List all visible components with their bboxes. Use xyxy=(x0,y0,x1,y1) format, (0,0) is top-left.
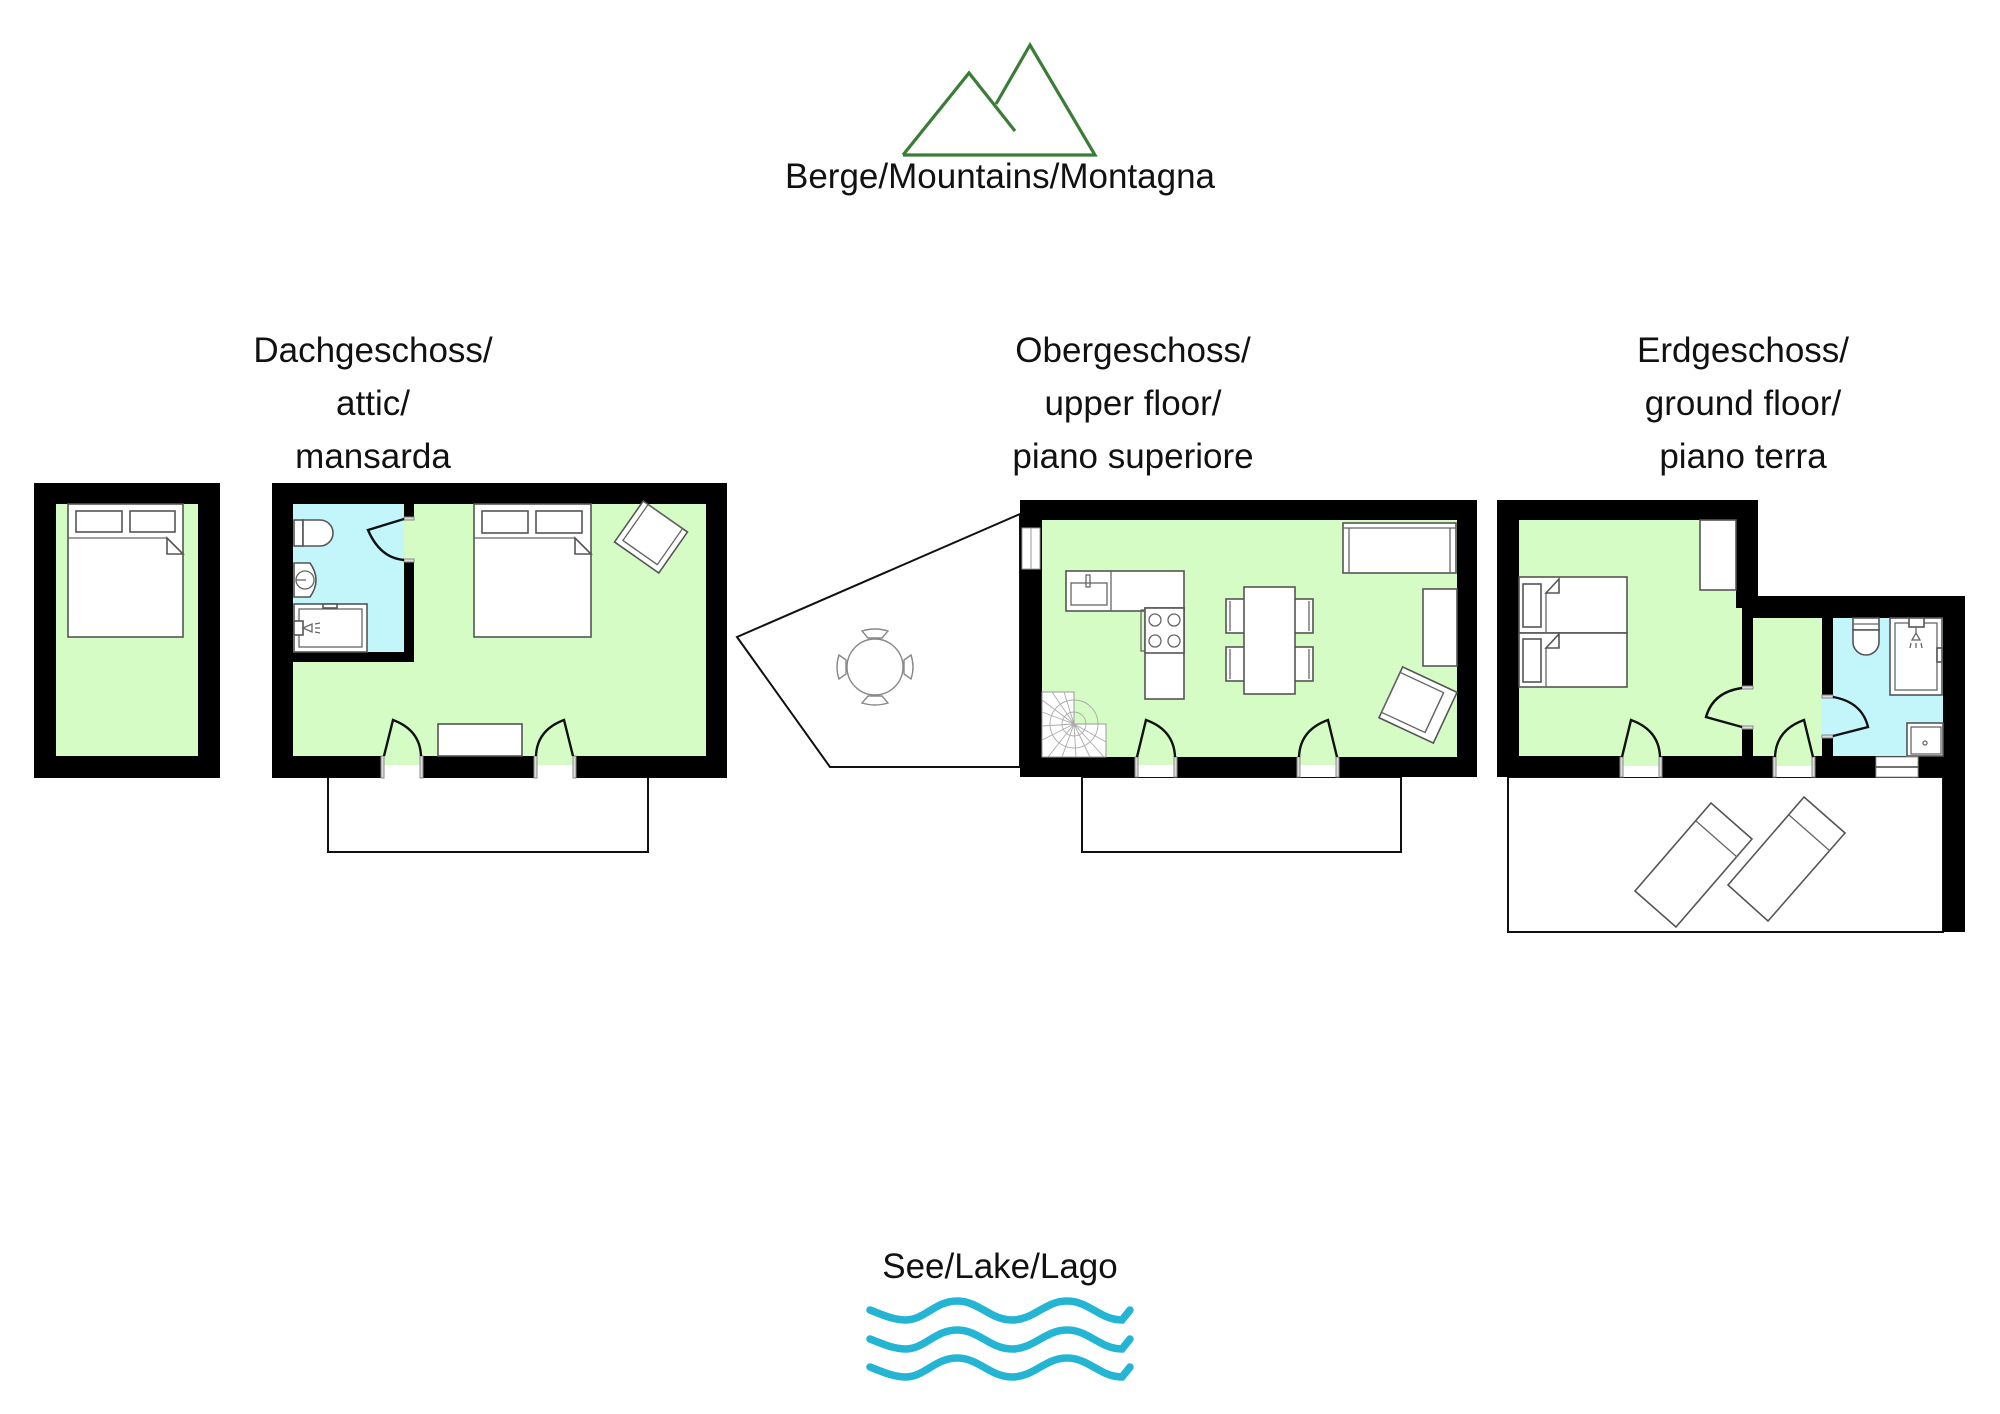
double-bed-icon xyxy=(473,503,593,638)
ground-floor-plan xyxy=(1497,500,1965,933)
floor-label-line: attic/ xyxy=(336,384,410,423)
window-icon xyxy=(1021,527,1041,570)
door-icon xyxy=(366,517,405,562)
attic-small-bedroom xyxy=(34,483,220,778)
toilet-icon xyxy=(293,519,334,547)
balcony xyxy=(1081,776,1402,853)
door-icon xyxy=(1620,718,1662,758)
upper-floor-plan xyxy=(735,500,1477,853)
floor-label-line: upper floor/ xyxy=(1044,384,1221,423)
waves-icon xyxy=(866,1297,1134,1381)
door-icon xyxy=(1135,718,1177,758)
floor-label-ground: Erdgeschoss/ ground floor/ piano terra xyxy=(1637,331,1849,476)
door-icon xyxy=(1704,686,1743,729)
door-icon xyxy=(382,718,423,757)
floor-label-line: ground floor/ xyxy=(1645,384,1842,423)
floor-label-line: Erdgeschoss/ xyxy=(1637,331,1849,370)
shower-icon xyxy=(293,603,368,653)
lake-label: See/Lake/Lago xyxy=(882,1247,1117,1286)
door-icon xyxy=(1832,695,1870,738)
door-icon xyxy=(534,718,575,757)
floor-label-upper: Obergeschoss/ upper floor/ piano superio… xyxy=(1012,331,1253,476)
double-bed-icon xyxy=(67,503,185,638)
balcony xyxy=(327,776,649,853)
steps-icon xyxy=(1875,756,1919,778)
floor-label-attic: Dachgeschoss/ attic/ mansarda xyxy=(253,331,493,476)
door-icon xyxy=(1297,718,1339,758)
desk-icon xyxy=(437,723,523,757)
armchair-icon xyxy=(613,499,689,575)
attic-main-bedroom xyxy=(272,483,727,853)
round-table-icon xyxy=(836,628,914,706)
mountains-label: Berge/Mountains/Montagna xyxy=(785,157,1216,196)
shower-icon xyxy=(1889,617,1943,696)
attic-bathroom xyxy=(293,504,415,662)
wardrobe-icon xyxy=(1699,519,1737,591)
spiral-stairs-icon xyxy=(1041,691,1107,758)
basin-icon xyxy=(1906,722,1944,757)
toilet-icon xyxy=(1852,617,1880,656)
door-icon xyxy=(1773,718,1815,758)
cabinet-icon xyxy=(1422,588,1458,667)
mountains-icon xyxy=(901,41,1098,157)
floor-label-line: piano superiore xyxy=(1012,437,1253,476)
floor-label-line: piano terra xyxy=(1659,437,1827,476)
dining-table-icon xyxy=(1225,586,1314,695)
floor-label-line: mansarda xyxy=(295,437,451,476)
sun-lounger-icon xyxy=(1726,795,1847,923)
floor-label-line: Obergeschoss/ xyxy=(1015,331,1251,370)
sofa-icon xyxy=(1342,522,1457,574)
armchair-icon xyxy=(1377,665,1459,745)
floor-label-line: Dachgeschoss/ xyxy=(253,331,493,370)
stove-icon xyxy=(1140,607,1185,654)
twin-beds-icon xyxy=(1518,576,1628,688)
sink-icon xyxy=(293,562,317,598)
sun-lounger-icon xyxy=(1633,801,1754,929)
